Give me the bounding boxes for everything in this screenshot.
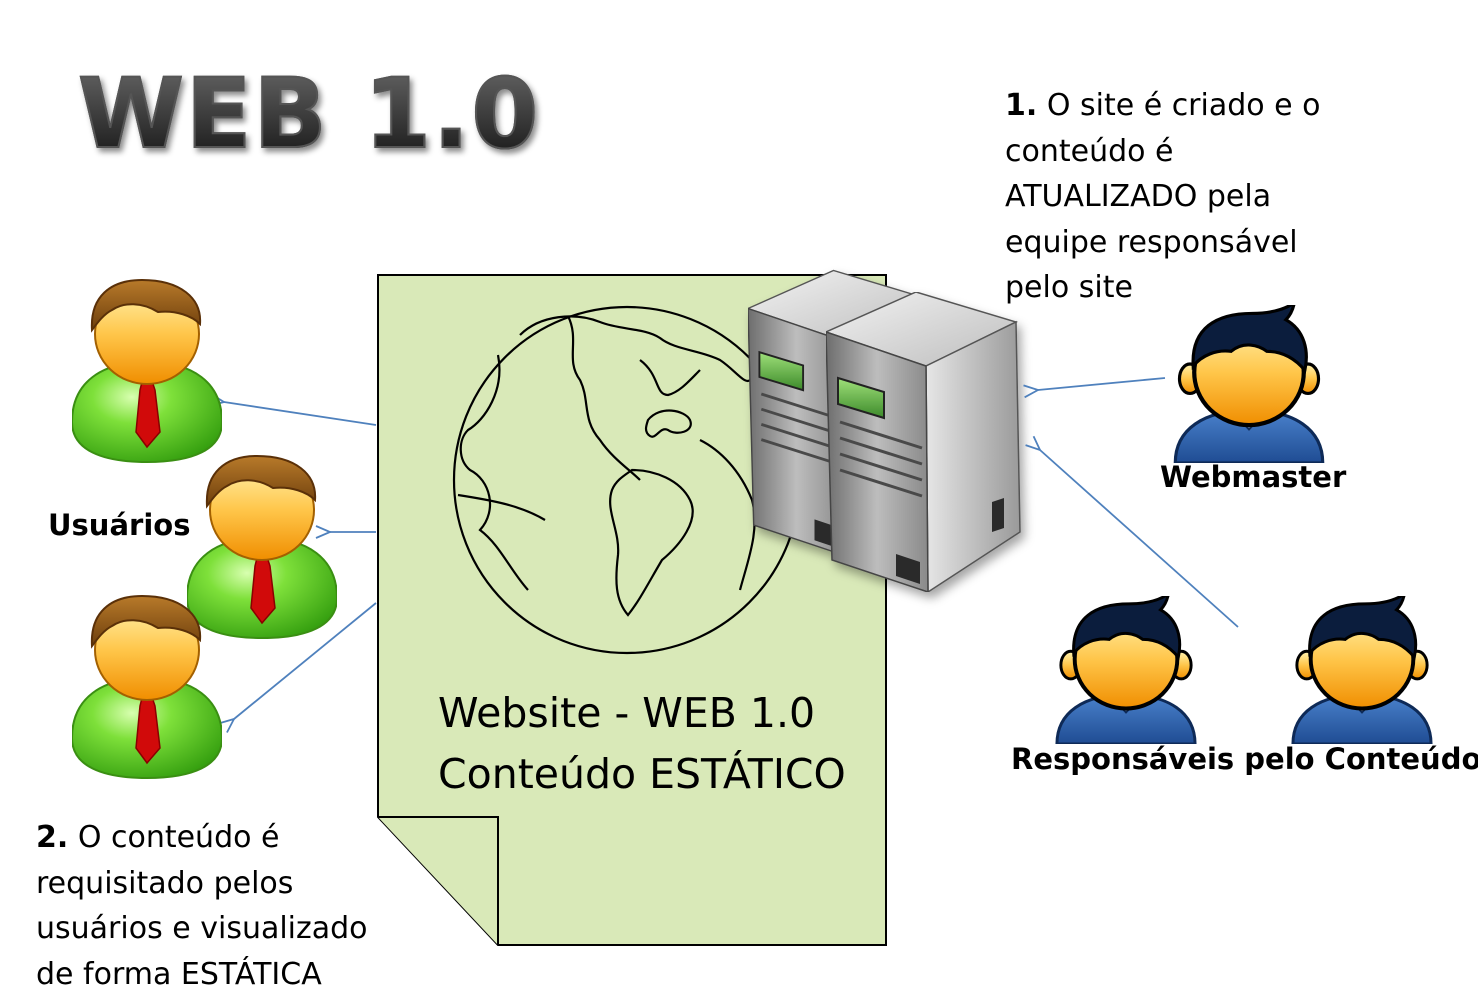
step1-line: ATUALIZADO pela <box>1005 179 1272 214</box>
step2-line: de forma ESTÁTICA <box>36 956 322 992</box>
content-owners-label: Responsáveis pelo Conteúdo <box>1011 742 1478 776</box>
step2-number: 2. <box>36 820 69 855</box>
flow-arrows <box>224 377 1239 719</box>
user-icon <box>72 279 222 463</box>
arrow-to-user-3 <box>234 602 377 719</box>
arrow-to-user-1 <box>224 402 377 426</box>
page-title: WEB 1.0 <box>77 57 541 171</box>
user-icon <box>187 455 337 639</box>
step2-line: usuários e visualizado <box>36 911 368 946</box>
document-folded-corner <box>378 816 499 945</box>
arrow-from-webmaster <box>1038 377 1166 390</box>
step1-line: conteúdo é <box>1005 133 1174 169</box>
step2-line: O conteúdo é <box>77 820 280 855</box>
document-caption-line2: Conteúdo ESTÁTICO <box>438 750 846 798</box>
step1-line: equipe responsável <box>1005 224 1298 260</box>
webmaster-person-icon <box>1175 303 1322 463</box>
step1-line: pelo site <box>1005 270 1133 305</box>
document-caption-line1: Website - WEB 1.0 <box>438 689 816 737</box>
step2-line: requisitado pelos <box>36 865 294 901</box>
step1-number: 1. <box>1005 88 1038 123</box>
users-label: Usuários <box>48 508 191 542</box>
step2-note: 2. O conteúdo é requisitado pelos usuári… <box>36 815 396 997</box>
document-caption: Website - WEB 1.0 Conteúdo ESTÁTICO <box>438 683 846 805</box>
webmaster-label: Webmaster <box>1160 460 1347 494</box>
step1-note: 1. O site é criado e o conteúdo é ATUALI… <box>1005 83 1345 311</box>
content-owner-person-icon <box>1054 596 1198 744</box>
step1-line: O site é criado e o <box>1046 88 1321 123</box>
content-owner-person-icon <box>1290 596 1434 744</box>
arrow-from-content-owners <box>1040 450 1239 628</box>
